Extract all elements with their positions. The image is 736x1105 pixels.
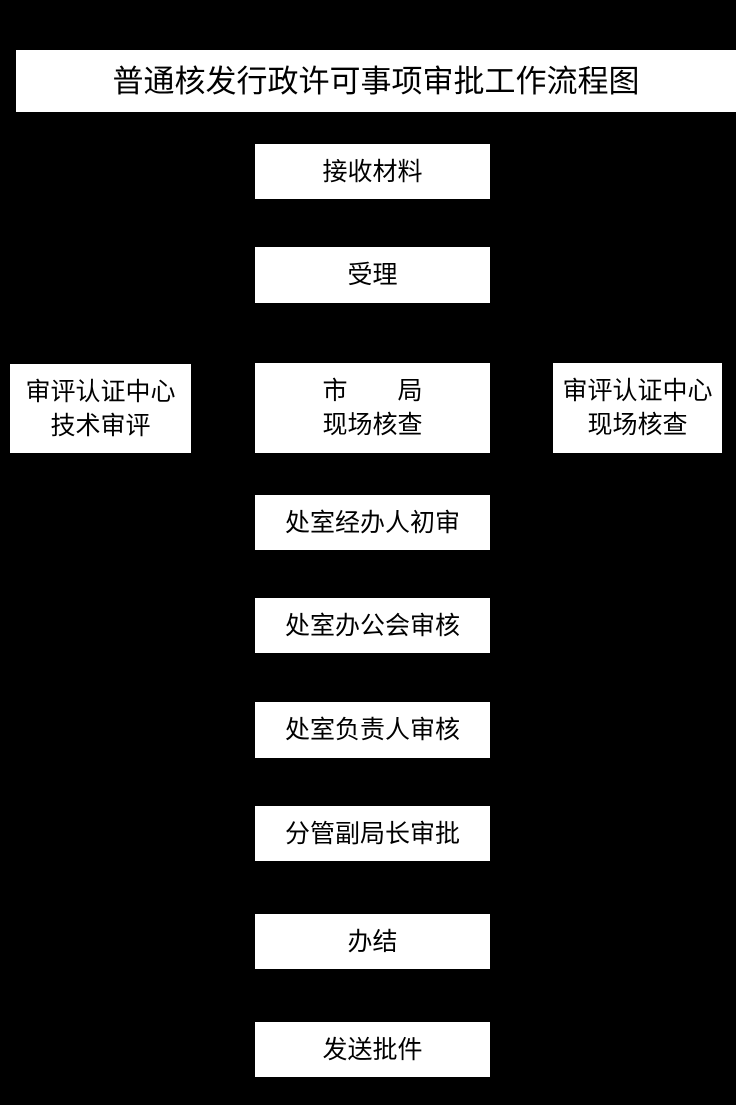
box-label-line1: 审评认证中心: [25, 378, 176, 406]
box-label: 办结: [347, 928, 398, 956]
box-label: 处室办公会审核: [284, 612, 460, 640]
flow-box-office-meeting-review: 处室办公会审核: [255, 598, 490, 653]
flow-box-acceptance: 受理: [255, 247, 490, 303]
box-label: 发送批件: [322, 1036, 423, 1064]
box-label: 分管副局长审批: [284, 820, 460, 848]
box-label: 接收材料: [322, 158, 423, 186]
box-label-line2: 技术审评: [50, 412, 151, 440]
flow-box-send-approval-document: 发送批件: [255, 1022, 490, 1077]
box-label-line1: 市 局: [322, 378, 423, 405]
box-label-line1: 审评认证中心: [562, 378, 713, 405]
flow-box-staff-initial-review: 处室经办人初审: [255, 495, 490, 550]
flow-box-division-head-review: 处室负责人审核: [255, 702, 490, 758]
flow-box-center-site-check: 审评认证中心 现场核查: [553, 363, 722, 453]
box-label-line2: 现场核查: [322, 412, 423, 439]
flow-box-deputy-director-approval: 分管副局长审批: [255, 806, 490, 861]
box-label: 处室负责人审核: [284, 717, 460, 744]
flow-box-city-bureau-site-check: 市 局 现场核查: [255, 363, 490, 453]
flowchart-title-text: 普通核发行政许可事项审批工作流程图: [112, 64, 640, 99]
flow-box-receive-materials: 接收材料: [255, 144, 490, 199]
flow-box-tech-review: 审评认证中心 技术审评: [10, 364, 191, 453]
flowchart-title: 普通核发行政许可事项审批工作流程图: [16, 50, 736, 112]
box-label: 处室经办人初审: [284, 509, 460, 537]
flow-box-case-closed: 办结: [255, 914, 490, 969]
box-label-line2: 现场核查: [587, 412, 688, 439]
box-label: 受理: [347, 262, 398, 289]
